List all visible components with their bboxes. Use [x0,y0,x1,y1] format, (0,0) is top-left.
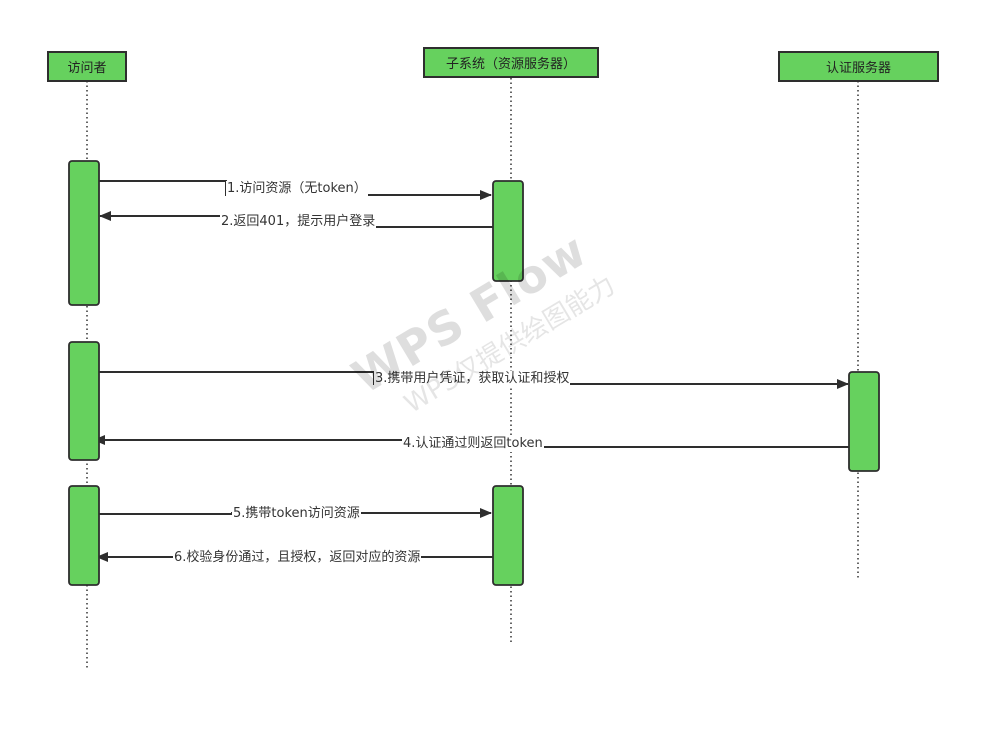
activation-subsystem-1 [492,180,524,282]
participant-auth-server: 认证服务器 [778,51,939,82]
activation-visitor-1 [68,160,100,306]
participant-subsystem: 子系统（资源服务器） [423,47,599,78]
message-3-label: 3.携带用户凭证，获取认证和授权 [374,371,571,387]
activation-auth-server-1 [848,371,880,472]
message-4-label: 4.认证通过则返回token [402,436,544,452]
activation-visitor-3 [68,485,100,586]
activation-visitor-2 [68,341,100,461]
activation-subsystem-2 [492,485,524,586]
participant-visitor: 访问者 [47,51,127,82]
message-1-label: 1.访问资源（无token） [226,181,368,197]
message-2-label: 2.返回401，提示用户登录 [220,214,377,230]
message-5-label: 5.携带token访问资源 [232,506,361,522]
message-6-label: 6.校验身份通过，且授权，返回对应的资源 [173,550,422,566]
